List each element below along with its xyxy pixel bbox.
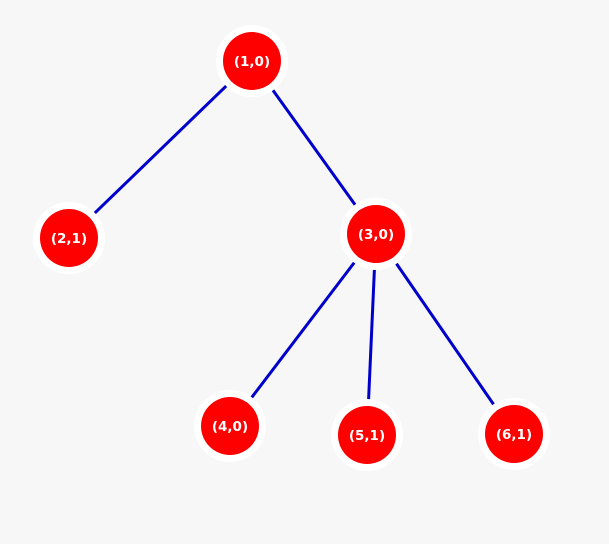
node-circle[interactable] bbox=[485, 405, 543, 463]
graph-edge bbox=[390, 255, 500, 413]
graph-edge bbox=[245, 254, 361, 406]
node-halo bbox=[331, 399, 403, 471]
node-halo bbox=[340, 198, 412, 270]
node-circle[interactable] bbox=[223, 32, 281, 90]
graph-edge bbox=[366, 260, 377, 409]
node-label: (2,1) bbox=[51, 231, 87, 247]
node-halo bbox=[478, 398, 550, 470]
node-circle[interactable] bbox=[347, 205, 405, 263]
node-label: (6,1) bbox=[496, 427, 532, 443]
graph-node[interactable]: (5,1) bbox=[331, 399, 403, 471]
node-label: (4,0) bbox=[212, 419, 248, 435]
node-label: (3,0) bbox=[358, 227, 394, 243]
node-label: (1,0) bbox=[234, 54, 270, 70]
graph-edge bbox=[87, 78, 234, 221]
node-circle[interactable] bbox=[201, 397, 259, 455]
node-circle[interactable] bbox=[40, 209, 98, 267]
graph-node[interactable]: (3,0) bbox=[340, 198, 412, 270]
graph-node[interactable]: (2,1) bbox=[33, 202, 105, 274]
graph-edge bbox=[266, 82, 362, 213]
graph-node[interactable]: (1,0) bbox=[216, 25, 288, 97]
node-halo bbox=[194, 390, 266, 462]
node-halo bbox=[33, 202, 105, 274]
node-halo bbox=[216, 25, 288, 97]
node-label: (5,1) bbox=[349, 428, 385, 444]
graph-node[interactable]: (4,0) bbox=[194, 390, 266, 462]
edge-layer bbox=[87, 78, 500, 413]
node-circle[interactable] bbox=[338, 406, 396, 464]
node-layer: (1,0) (2,1) (3,0) (4,0) (5,1) (6,1) bbox=[33, 25, 550, 471]
graph-node[interactable]: (6,1) bbox=[478, 398, 550, 470]
